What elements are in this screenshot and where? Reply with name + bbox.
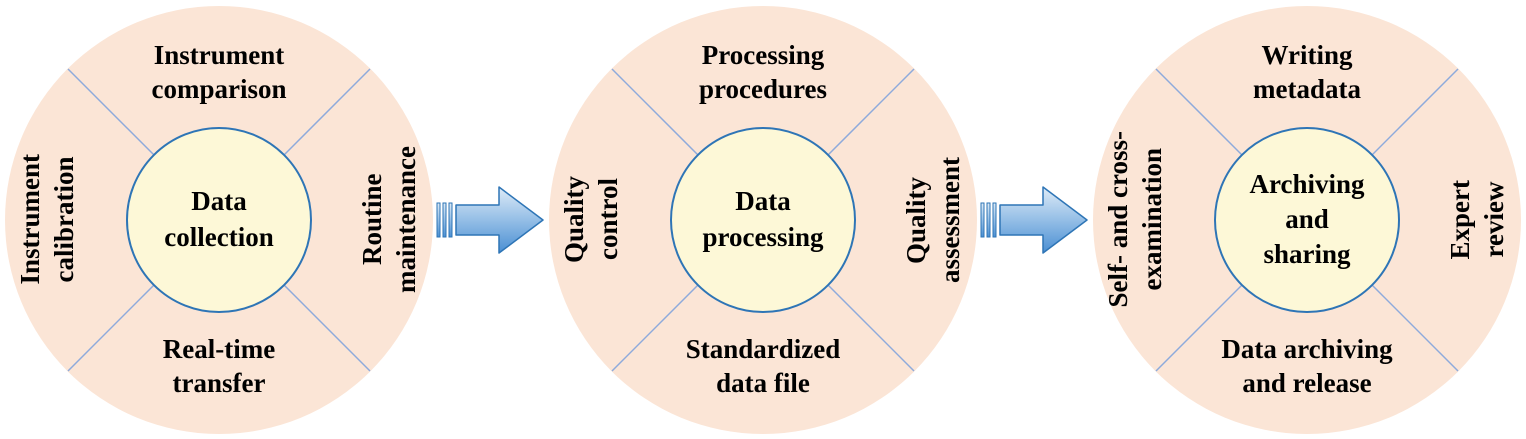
stage2-top-label: Processing procedures [699, 39, 827, 104]
stage2-right-label: Quality assessment [901, 156, 965, 283]
flow-arrow-right-icon [435, 172, 547, 268]
stage1-right-label: Routine maintenance [357, 146, 421, 293]
stage1-top-label: Instrument comparison [151, 39, 287, 104]
flow-arrow-right-icon [979, 172, 1091, 268]
stage-data-processing: Processing procedures Quality control Da… [549, 5, 977, 434]
stage2-bottom-label: Standardized data file [685, 333, 841, 398]
stage1-bottom-label: Real-time transfer [162, 333, 276, 398]
stage1-center-circle: Data collection [126, 126, 312, 313]
stage-data-collection: Instrument comparison Instrument calibra… [5, 5, 433, 434]
stage1-center-label: Data collection [164, 186, 274, 252]
stage3-center-label: Archiving and sharing [1249, 168, 1365, 270]
stage3-left-label: Self- and cross- examination [1103, 131, 1167, 308]
stage3-right-label: Expert review [1445, 179, 1509, 260]
stage3-center-circle: Archiving and sharing [1214, 126, 1400, 313]
stage2-center-label: Data processing [702, 186, 824, 252]
stage3-bottom-label: Data archiving and release [1221, 333, 1393, 398]
stage3-top-label: Writing metadata [1253, 39, 1361, 104]
stage1-left-label: Instrument calibration [15, 154, 79, 285]
stage2-left-label: Quality control [559, 175, 623, 263]
stage2-center-circle: Data processing [670, 126, 856, 313]
stage-archiving-sharing: Writing metadata Self- and cross- examin… [1093, 5, 1521, 434]
